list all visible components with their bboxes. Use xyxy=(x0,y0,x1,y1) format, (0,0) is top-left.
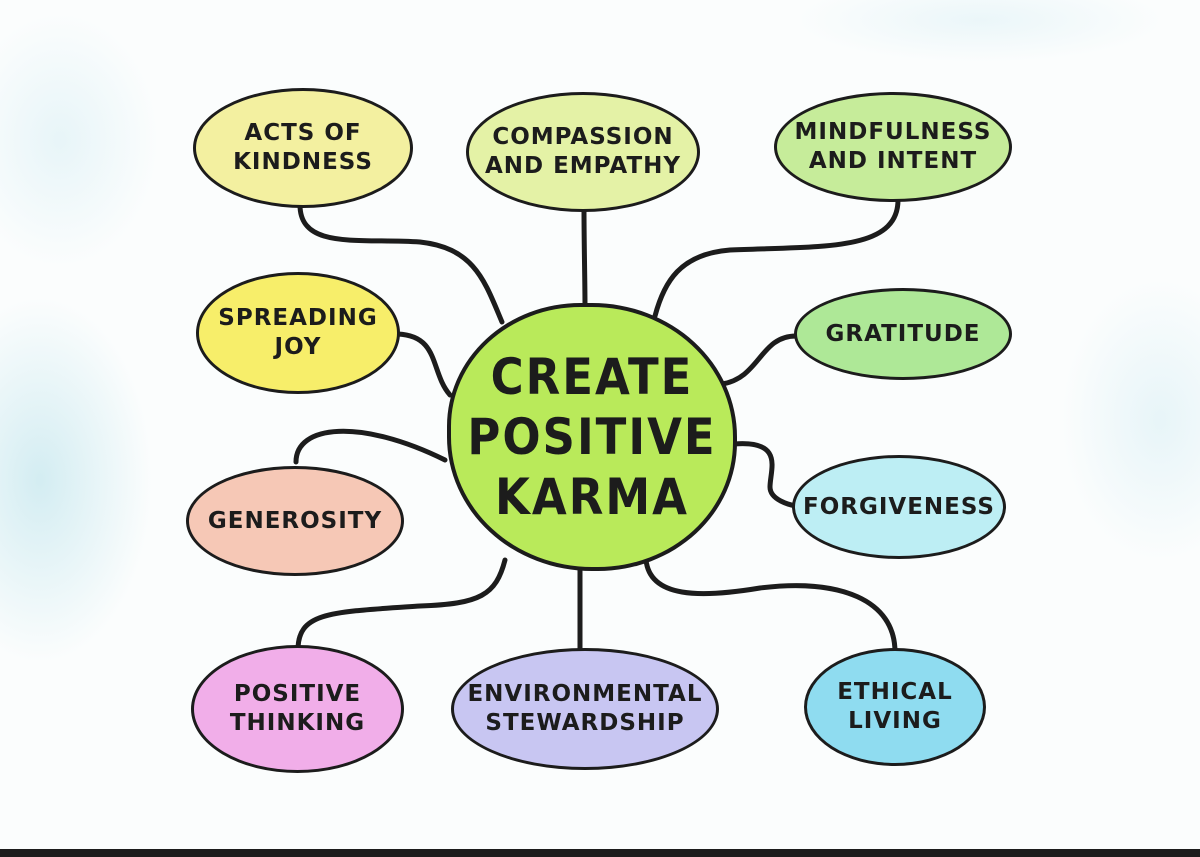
node-label: POSITIVE THINKING xyxy=(229,681,366,736)
node-spreading-joy: SPREADING JOY xyxy=(196,272,400,394)
connector-mindfulness-and-intent xyxy=(652,197,901,319)
node-forgiveness: FORGIVENESS xyxy=(792,455,1006,559)
connector-acts-of-kindness xyxy=(297,202,505,325)
node-environmental-stewardship: ENVIRONMENTAL STEWARDSHIP xyxy=(451,648,719,770)
connector-forgiveness xyxy=(731,441,799,509)
node-generosity: GENEROSITY xyxy=(186,466,404,576)
node-acts-of-kindness: ACTS OF KINDNESS xyxy=(193,88,413,208)
node-label: COMPASSION AND EMPATHY xyxy=(484,124,682,179)
connector-gratitude xyxy=(719,333,799,387)
connector-compassion-and-empathy xyxy=(581,207,588,311)
bottom-edge-bar xyxy=(0,849,1200,857)
connector-generosity xyxy=(293,428,448,465)
node-label: SPREADING JOY xyxy=(218,305,378,360)
node-label: GENEROSITY xyxy=(207,507,383,534)
node-label: GRATITUDE xyxy=(825,320,981,347)
node-label: ENVIRONMENTAL STEWARDSHIP xyxy=(467,681,703,736)
node-mindfulness-and-intent: MINDFULNESS AND INTENT xyxy=(774,92,1012,202)
connector-spreading-joy xyxy=(395,331,453,398)
central-node-label: CREATE POSITIVE KARMA xyxy=(467,348,717,526)
node-label: ACTS OF KINDNESS xyxy=(233,120,373,175)
node-ethical-living: ETHICAL LIVING xyxy=(804,648,986,766)
node-gratitude: GRATITUDE xyxy=(794,288,1012,380)
node-compassion-and-empathy: COMPASSION AND EMPATHY xyxy=(466,92,700,212)
node-label: MINDFULNESS AND INTENT xyxy=(794,119,992,174)
connector-positive-thinking xyxy=(295,557,508,653)
node-label: FORGIVENESS xyxy=(803,493,995,520)
node-label: ETHICAL LIVING xyxy=(837,679,953,734)
connector-ethical-living xyxy=(643,557,898,655)
node-positive-thinking: POSITIVE THINKING xyxy=(191,645,404,773)
central-node: CREATE POSITIVE KARMA xyxy=(447,303,737,571)
